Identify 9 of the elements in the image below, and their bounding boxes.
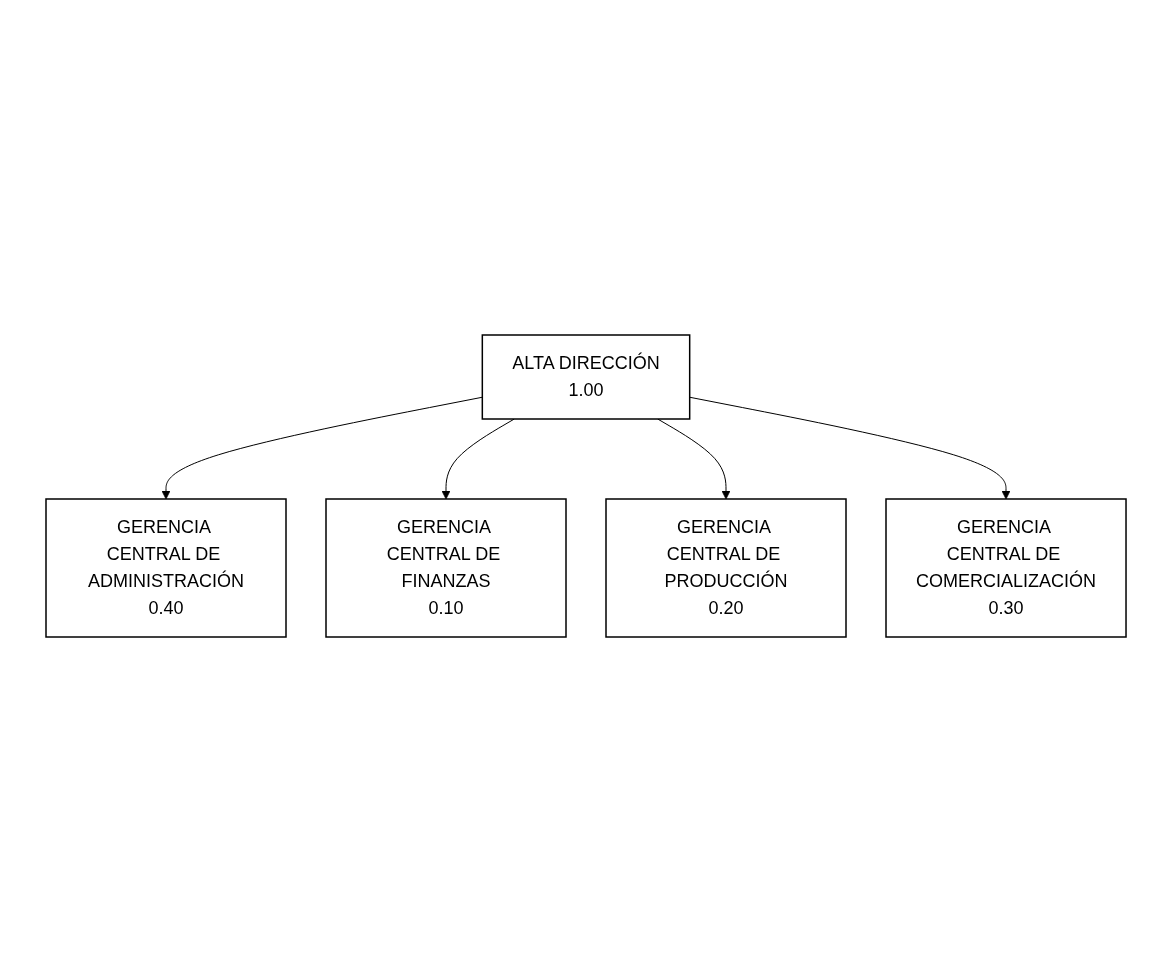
arrow [689, 396, 1011, 499]
node-box: GERENCIA CENTRAL DE PRODUCCIÓN 0.20 [605, 497, 847, 638]
arrow [161, 396, 483, 499]
arrow [441, 418, 515, 499]
arrow [657, 418, 731, 499]
node-box: GERENCIA CENTRAL DE COMERCIALIZACIÓN 0.30 [885, 497, 1127, 638]
node-box: ALTA DIRECCIÓN 1.00 [481, 333, 691, 420]
node-box: GERENCIA CENTRAL DE ADMINISTRACIÓN 0.40 [45, 497, 287, 638]
node-box: GERENCIA CENTRAL DE FINANZAS 0.10 [325, 497, 567, 638]
